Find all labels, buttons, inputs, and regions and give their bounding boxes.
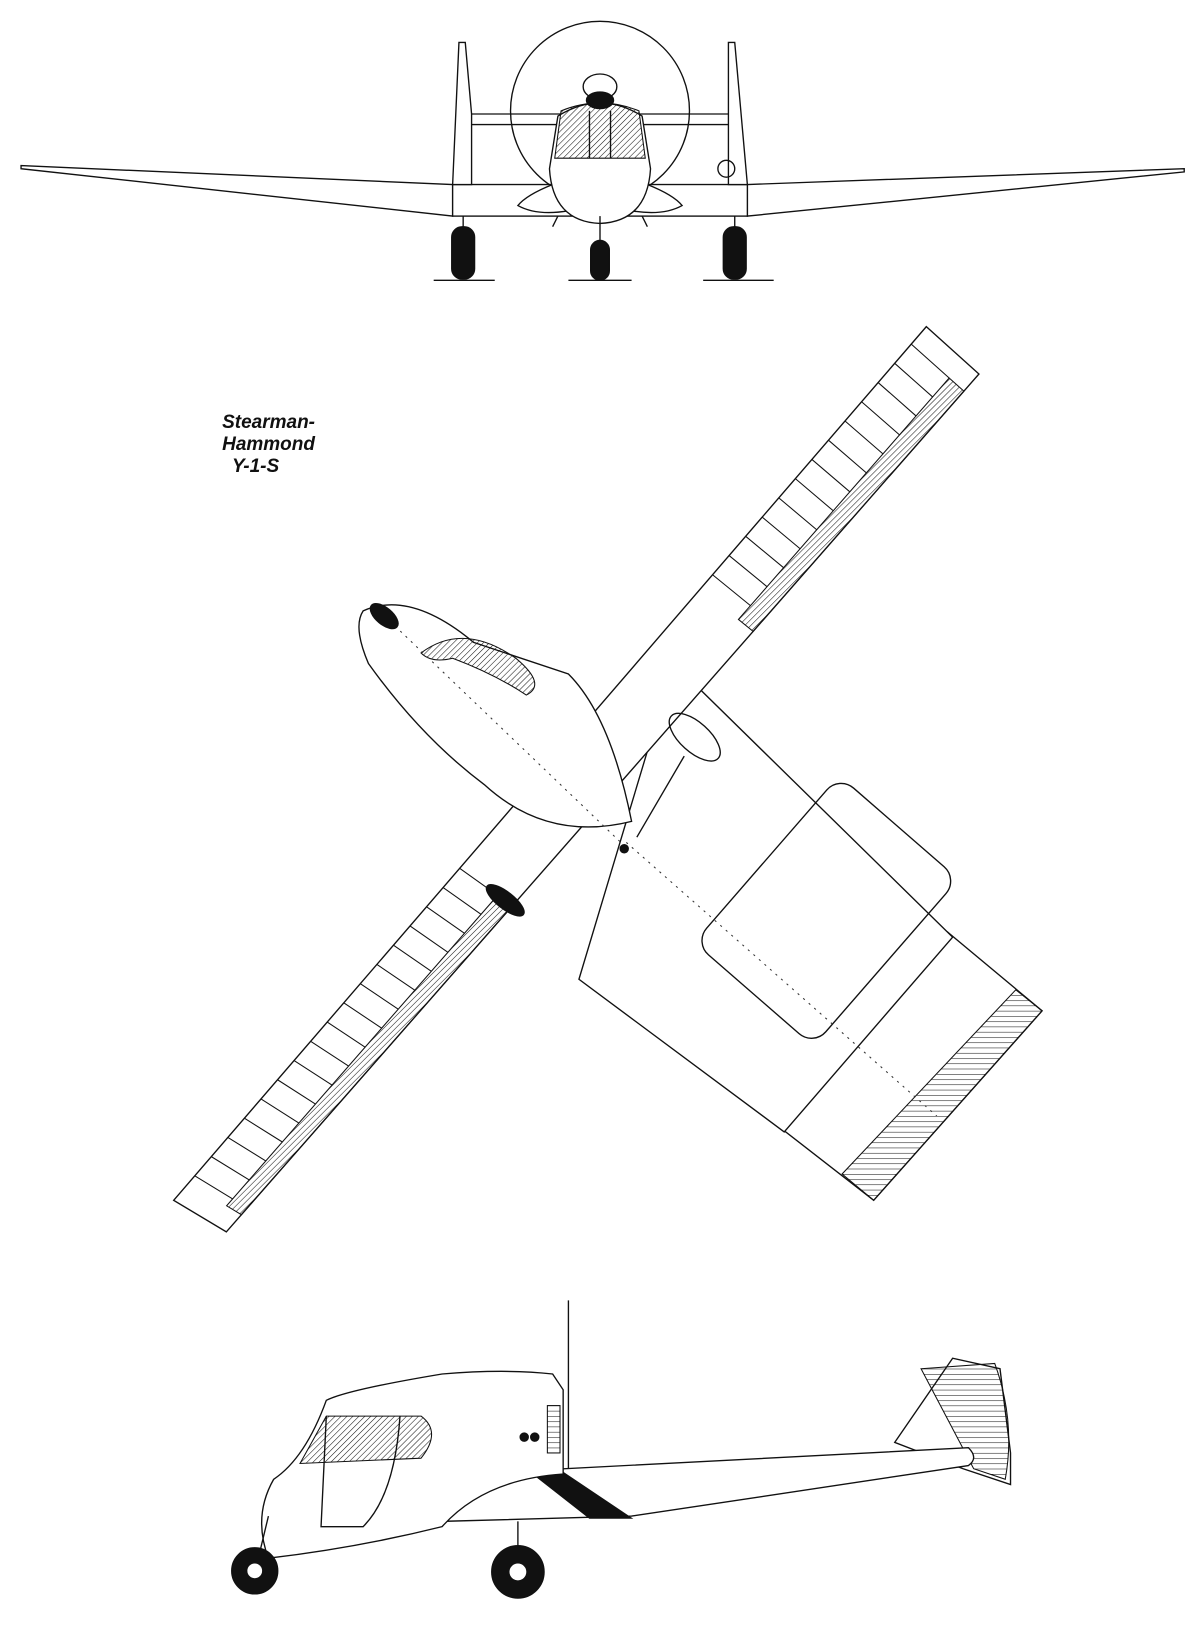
wing-rib bbox=[211, 1156, 250, 1181]
left-fin bbox=[451, 41, 473, 186]
right-wing bbox=[746, 168, 1185, 217]
title-line-3: Y-1-S bbox=[232, 456, 280, 477]
title-line-2: Hammond bbox=[222, 434, 315, 455]
top-view bbox=[172, 325, 1044, 1233]
wing-rib bbox=[712, 574, 751, 607]
wing-rib bbox=[894, 362, 933, 398]
wing-rib bbox=[910, 343, 950, 379]
wing-rib bbox=[811, 459, 851, 493]
tail-boom bbox=[578, 662, 954, 1133]
elevator bbox=[841, 989, 1043, 1202]
aileron-right bbox=[737, 377, 965, 633]
wing-rib bbox=[326, 1021, 366, 1048]
wing-rib bbox=[745, 535, 784, 569]
wing-rib bbox=[277, 1079, 316, 1105]
aileron-left bbox=[225, 894, 514, 1216]
landing-gear bbox=[433, 215, 774, 281]
aircraft-title: Stearman- Hammond Y-1-S bbox=[205, 412, 315, 478]
wing-rib bbox=[360, 983, 399, 1010]
front-view bbox=[20, 20, 1185, 281]
wing-rib bbox=[244, 1117, 283, 1143]
wing-rib bbox=[376, 963, 416, 991]
fuselage-pod-top bbox=[358, 604, 633, 828]
wing-rib bbox=[877, 382, 917, 417]
wing-rib bbox=[426, 906, 465, 934]
right-fin bbox=[727, 41, 749, 186]
wing-rib bbox=[795, 478, 834, 512]
landing-gear-side bbox=[231, 1515, 545, 1599]
wing-rib bbox=[861, 401, 900, 436]
wing-rib bbox=[778, 497, 818, 531]
wing-rib bbox=[343, 1002, 382, 1029]
wing-rib bbox=[260, 1098, 300, 1124]
wing-rib bbox=[310, 1040, 349, 1067]
wing-rib bbox=[409, 925, 449, 953]
wing-rib bbox=[194, 1175, 233, 1200]
wing-rib bbox=[227, 1136, 267, 1162]
left-wing bbox=[20, 164, 454, 217]
wing-rib bbox=[828, 439, 867, 474]
wing-rib bbox=[761, 516, 801, 550]
title-line-1: Stearman- bbox=[222, 412, 315, 433]
wing-rib bbox=[844, 420, 884, 455]
wing-rib bbox=[293, 1060, 333, 1086]
wing-rib bbox=[393, 944, 432, 972]
side-view bbox=[231, 1300, 1012, 1599]
wing-rib bbox=[728, 555, 768, 588]
wing-rib bbox=[442, 887, 482, 915]
